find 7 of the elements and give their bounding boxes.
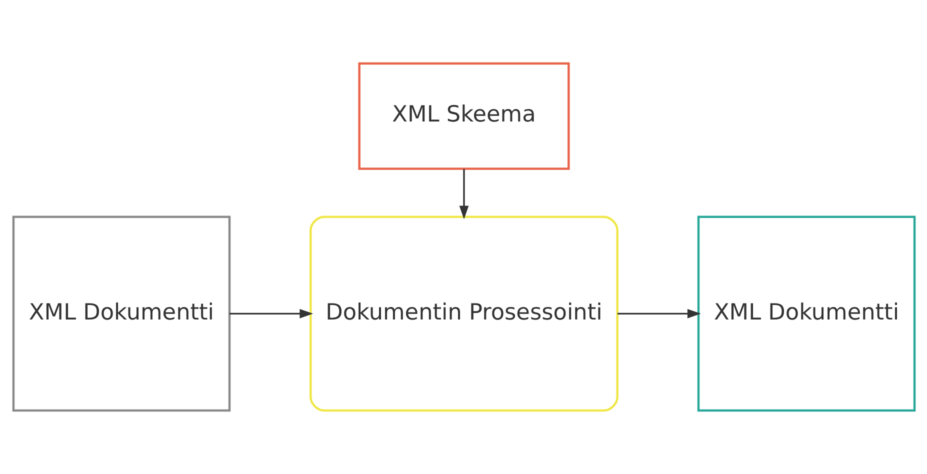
arrow [617,308,700,318]
node-box: XML Dokumentti [12,216,230,412]
arrow [229,308,313,318]
arrow [458,169,468,220]
node-box: XML Dokumentti [696,216,916,412]
node-box: Dokumentin Prosessointi [309,216,618,412]
node-box: XML Skeema [358,62,570,170]
